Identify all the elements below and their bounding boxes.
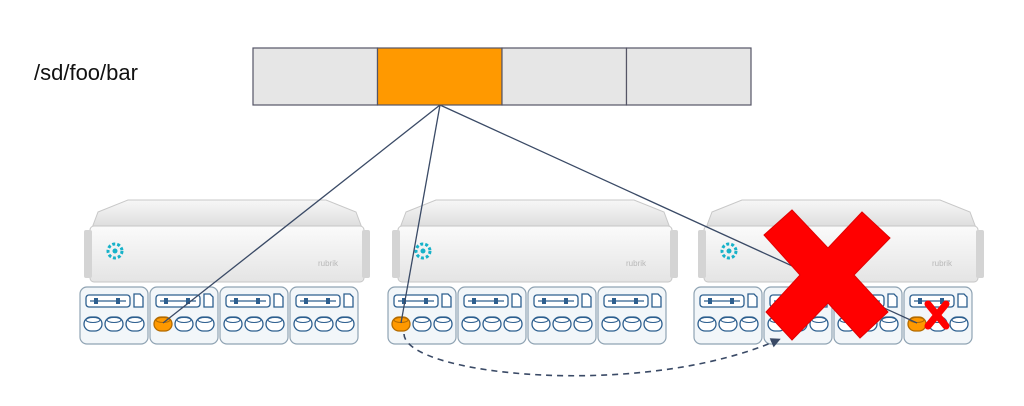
disk-tray-icon bbox=[527, 286, 597, 345]
server-brand-label: rubrik bbox=[932, 259, 953, 268]
server-ear bbox=[84, 230, 92, 278]
sd-card bbox=[203, 293, 214, 308]
server-node: rubrik bbox=[387, 199, 678, 345]
server-ear bbox=[670, 230, 678, 278]
server-top bbox=[705, 199, 977, 229]
disk-tray-icon bbox=[79, 286, 149, 345]
server-front bbox=[89, 225, 365, 283]
replica-link-line bbox=[400, 104, 441, 324]
sd-card bbox=[957, 293, 968, 308]
sd-card bbox=[651, 293, 662, 308]
server-brand-label: rubrik bbox=[626, 259, 647, 268]
sd-card bbox=[511, 293, 522, 308]
server-brand-label: rubrik bbox=[318, 259, 339, 268]
rubrik-logo-icon bbox=[106, 242, 124, 260]
sd-card bbox=[747, 293, 758, 308]
failure-x-icon bbox=[763, 209, 891, 341]
server-top bbox=[91, 199, 363, 229]
file-path-label: /sd/foo/bar bbox=[34, 60, 138, 85]
replica-link-line bbox=[162, 104, 441, 324]
server-top bbox=[399, 199, 671, 229]
stripe-cell-highlighted bbox=[376, 47, 503, 106]
rubrik-logo-icon bbox=[414, 242, 432, 260]
server-ear bbox=[392, 230, 400, 278]
stripe-cell bbox=[501, 47, 628, 106]
rubrik-logo-icon bbox=[720, 242, 738, 260]
stripe-cell bbox=[252, 47, 379, 106]
sd-card bbox=[133, 293, 144, 308]
stripe-cell bbox=[625, 47, 752, 106]
disk-tray-icon bbox=[149, 286, 219, 345]
server-ear bbox=[698, 230, 706, 278]
dashed-arrow-icon bbox=[403, 333, 781, 377]
server-front bbox=[397, 225, 673, 283]
server-ear bbox=[976, 230, 984, 278]
disk-tray-icon bbox=[219, 286, 289, 345]
sd-card bbox=[887, 293, 898, 308]
disk-tray-icon bbox=[289, 286, 359, 345]
sd-card bbox=[273, 293, 284, 308]
server-node: rubrik bbox=[79, 199, 370, 345]
sd-card bbox=[441, 293, 452, 308]
sd-card bbox=[343, 293, 354, 308]
disk-tray-icon bbox=[457, 286, 527, 345]
sd-card bbox=[581, 293, 592, 308]
disk-tray-icon bbox=[693, 286, 763, 345]
x-mark-icon bbox=[924, 300, 950, 330]
disk-tray-icon bbox=[387, 286, 457, 345]
server-ear bbox=[362, 230, 370, 278]
disk-tray-icon bbox=[597, 286, 667, 345]
